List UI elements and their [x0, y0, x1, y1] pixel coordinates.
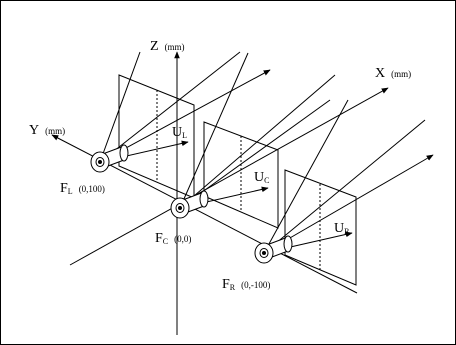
ray-left-1 — [99, 69, 271, 163]
y-axis-label: Y (mm) — [29, 121, 65, 138]
camera-right-label: FR (0,-100) — [222, 277, 270, 294]
cameras — [90, 144, 293, 264]
ray-left-3 — [99, 51, 141, 163]
camera-right — [254, 235, 293, 264]
camera-rays — [99, 51, 434, 254]
ray-right-2 — [263, 119, 426, 254]
x-axis — [69, 87, 389, 266]
optical-axes — [99, 140, 353, 254]
camera-left-label: FL (0,100) — [60, 181, 105, 198]
image-plane-right — [284, 169, 357, 286]
ray-center-1 — [179, 99, 331, 209]
ray-center-3 — [179, 52, 249, 209]
ray-left-2 — [99, 51, 241, 163]
image-plane-right-label: UR — [334, 221, 350, 236]
image-plane-center-label: UC — [254, 170, 269, 185]
x-axis-label: X (mm) — [375, 64, 411, 81]
camera-center — [170, 190, 209, 219]
camera-left — [90, 144, 129, 173]
ray-right-1 — [263, 154, 434, 254]
ray-right-3 — [263, 99, 349, 254]
z-axis-label: Z (mm) — [150, 37, 185, 54]
camera-center-label: FC (0,0) — [155, 231, 191, 248]
ray-center-2 — [179, 74, 336, 209]
image-plane-left-label: UL — [172, 125, 187, 140]
